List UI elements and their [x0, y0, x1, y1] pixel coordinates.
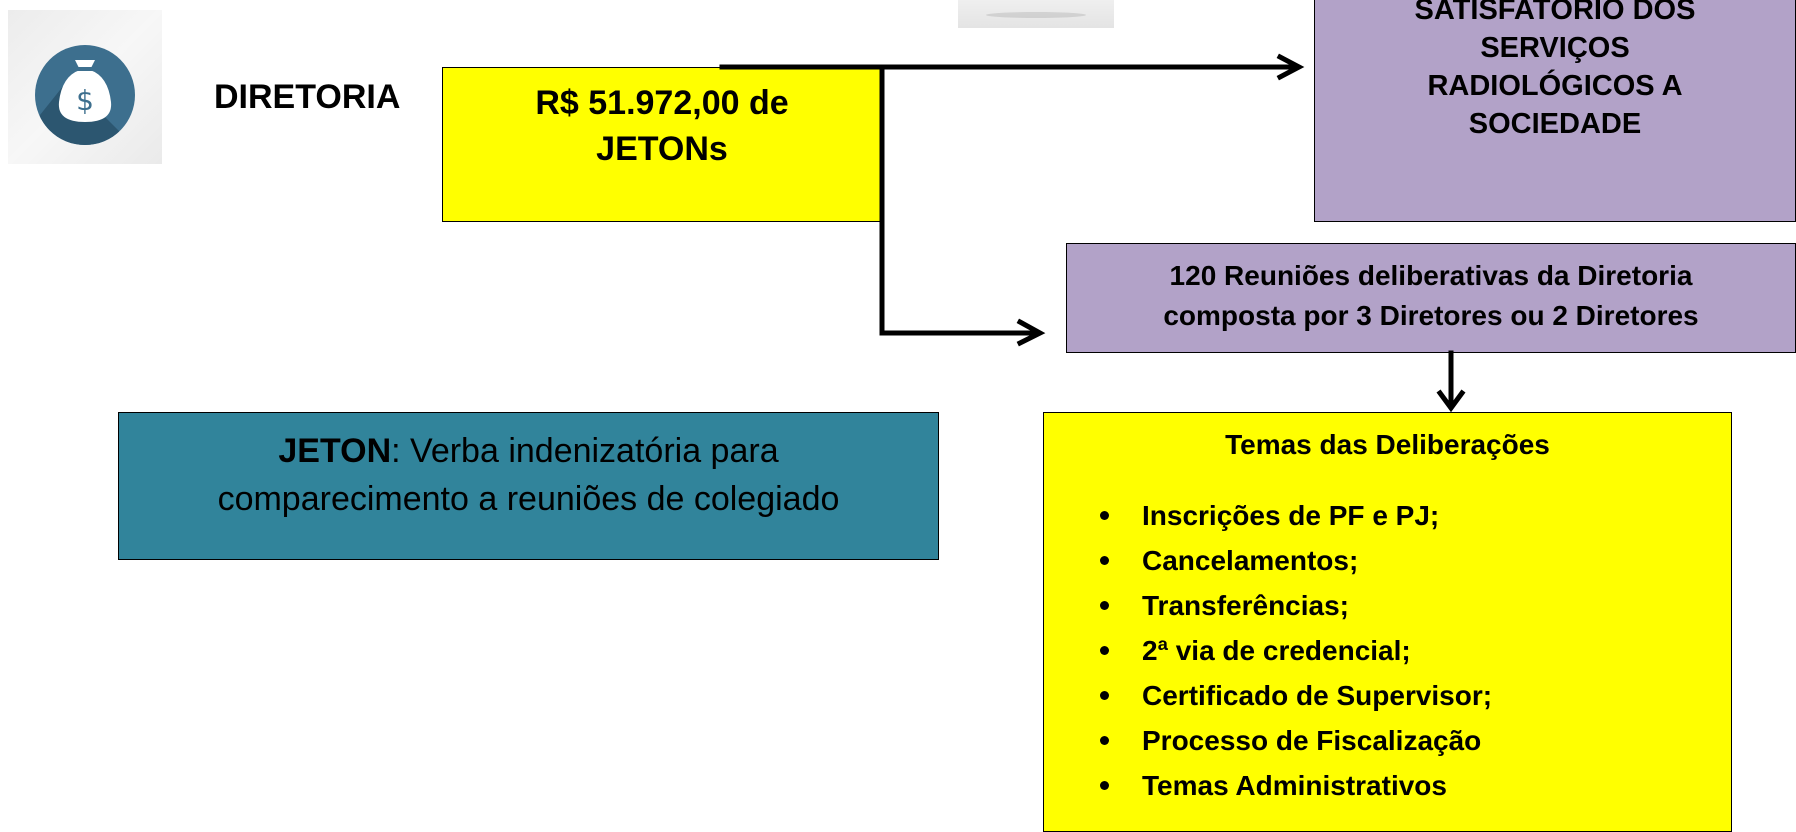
temas-item: Processo de Fiscalização [1100, 718, 1492, 763]
jeton-definition-part2: comparecimento a reuniões de colegiado [217, 480, 840, 518]
resultado-line-2: SERVIÇOS [1480, 32, 1630, 64]
connector-to-reunioes [879, 64, 1037, 336]
partial-icon-tile [958, 0, 1114, 28]
reunioes-line1: 120 Reuniões deliberativas da Diretoria [1169, 260, 1693, 291]
temas-item: Certificado de Supervisor; [1100, 673, 1492, 718]
reunioes-line2: composta por 3 Diretores ou 2 Diretores [1163, 300, 1699, 331]
resultado-line-1: SATISFATÓRIO DOS [1414, 0, 1696, 26]
resultado-line-3: RADIOLÓGICOS A [1427, 70, 1683, 102]
temas-box: Temas das Deliberações Inscrições de PF … [1043, 412, 1732, 832]
jeton-definition-line1: JETON: Verba indenizatória para [119, 427, 938, 475]
temas-item: Cancelamentos; [1100, 538, 1492, 583]
temas-item: Temas Administrativos [1100, 763, 1492, 808]
jeton-definition-part1: : Verba indenizatória para [391, 432, 779, 470]
jetons-amount-line1: R$ 51.972,00 de [535, 84, 789, 122]
temas-item: Transferências; [1100, 583, 1492, 628]
resultado-box: SATISFATÓRIO DOS SERVIÇOS RADIOLÓGICOS A… [1314, 0, 1796, 222]
svg-text:$: $ [76, 84, 94, 117]
connector-to-temas-arrowhead [1436, 389, 1466, 413]
resultado-line-4: SOCIEDADE [1468, 108, 1642, 140]
connector-to-resultado-arrowhead [1276, 53, 1305, 81]
connector-to-reunioes-arrowhead [1016, 318, 1046, 347]
money-bag-icon-tile: $ [8, 10, 162, 164]
temas-title: Temas das Deliberações [1225, 429, 1550, 460]
jeton-term: JETON [278, 432, 392, 470]
jetons-amount-box: R$ 51.972,00 de JETONs [442, 67, 882, 222]
jetons-amount-line2: JETONs [596, 130, 728, 168]
money-bag-icon: $ [35, 45, 135, 145]
temas-list: Inscrições de PF e PJ; Cancelamentos; Tr… [1100, 493, 1492, 808]
jeton-definition-box: JETON: Verba indenizatória para comparec… [118, 412, 939, 560]
reunioes-box: 120 Reuniões deliberativas da Diretoria … [1066, 243, 1796, 353]
diretoria-label: DIRETORIA [214, 78, 401, 116]
temas-item: 2ª via de credencial; [1100, 628, 1492, 673]
temas-item: Inscrições de PF e PJ; [1100, 493, 1492, 538]
